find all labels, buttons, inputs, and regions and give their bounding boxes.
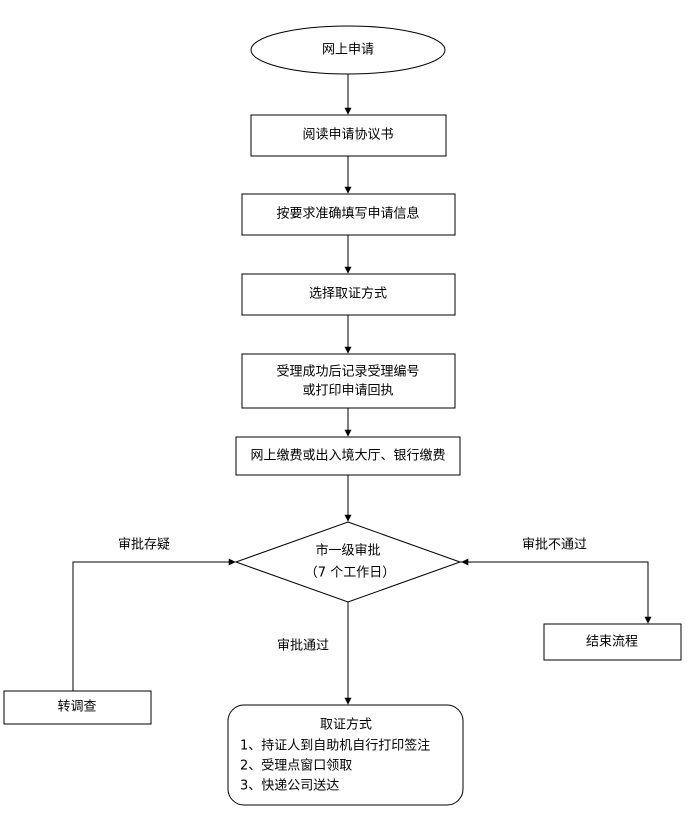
payment-node xyxy=(235,436,461,476)
edge-approved-label: 审批通过 xyxy=(277,639,329,654)
edge-rejected-label: 审批不通过 xyxy=(522,538,587,553)
pickup-methods-node xyxy=(227,704,464,806)
pickup-item-3: 3、快递公司送达 xyxy=(240,779,339,794)
record-number-node xyxy=(241,353,456,409)
edge-rejected xyxy=(460,561,652,624)
choose-method-label: 选择取证方式 xyxy=(309,286,387,302)
edge-doubt-label: 审批存疑 xyxy=(118,537,170,553)
choose-method-node xyxy=(241,273,456,316)
read-agreement-label: 阅读申请协议书 xyxy=(302,128,393,143)
fill-info-label: 按要求准确填写申请信息 xyxy=(276,206,419,222)
investigate-node xyxy=(3,690,152,725)
approval-label-2: （7 个工作日） xyxy=(305,566,395,581)
pickup-title: 取证方式 xyxy=(320,717,372,733)
record-number-label-2: 或打印申请回执 xyxy=(302,384,393,399)
approval-decision-node xyxy=(234,521,462,603)
end-process-label: 结束流程 xyxy=(586,635,638,650)
end-process-node xyxy=(543,623,682,661)
investigate-label: 转调查 xyxy=(57,700,96,715)
edge-doubt xyxy=(72,558,236,691)
pickup-item-2: 2、受理点窗口领取 xyxy=(240,758,352,774)
pickup-item-1: 1、持证人到自助机自行打印签注 xyxy=(240,738,430,754)
read-agreement-node xyxy=(250,114,447,157)
approval-label-1: 市一级审批 xyxy=(315,543,380,559)
start-node-label: 网上申请 xyxy=(322,43,374,58)
record-number-label-1: 受理成功后记录受理编号 xyxy=(276,365,419,380)
payment-label: 网上缴费或出入境大厅、银行缴费 xyxy=(250,449,445,464)
